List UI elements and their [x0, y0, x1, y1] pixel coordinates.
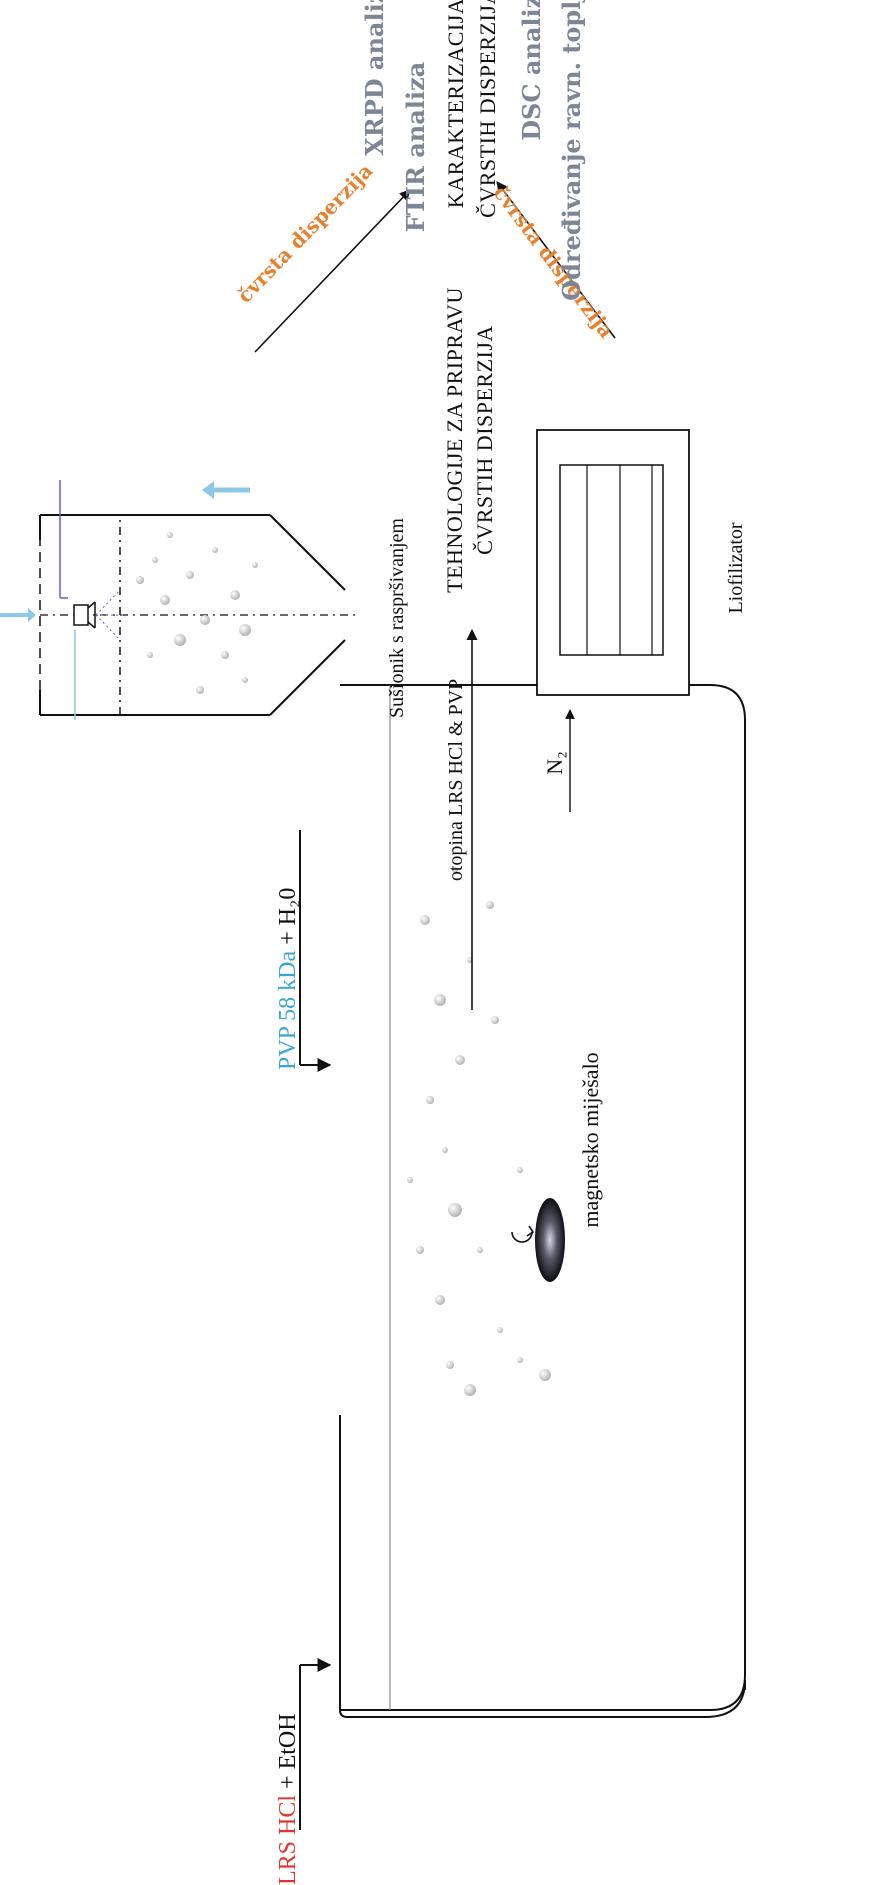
mixing-beaker — [339, 684, 746, 1718]
magnetic-stirrer-label: magnetsko miješalo — [578, 1052, 603, 1227]
spray-dryer-label: Sušionik s raspršivanjem — [386, 518, 408, 718]
freeze-output-label: čvrsta disperzija — [489, 181, 619, 342]
spray-output-label: čvrsta disperzija — [232, 159, 377, 308]
pvp-text: PVP 58 kDa — [275, 951, 301, 1070]
pvp-feed — [299, 830, 332, 1072]
freeze-output-arrow — [496, 181, 616, 339]
spray-dryer — [0, 480, 355, 720]
technologies-title-line2: ČVRSTIH DISPERZIJA — [472, 325, 497, 555]
water-text: + H₂0 — [275, 888, 301, 951]
spray-dryer-particles — [136, 532, 258, 694]
nitrogen-label: N₂ — [542, 751, 567, 775]
lrs-feed — [299, 1658, 332, 1830]
freeze-dryer — [536, 429, 690, 696]
solubility-analysis: Određivanje ravn. topljivosti — [557, 0, 586, 301]
solution-bubbles — [407, 867, 551, 1396]
lrs-feed-label: LRS HCl + EtOH — [275, 1713, 301, 1885]
lrs-hcl-text: LRS HCl — [275, 1795, 301, 1885]
spray-output-arrow — [254, 189, 411, 353]
xrpd-analysis: XRPD analiza — [360, 0, 389, 156]
characterization-title-line2: ČVRSTIH DISPERZIJA — [475, 0, 500, 218]
solution-label: otopina LRS HCl & PVP — [445, 679, 467, 881]
etoh-text: + EtOH — [275, 1713, 301, 1795]
ftir-analysis: FTIR analiza — [401, 62, 430, 232]
magnetic-stir-bar — [511, 1198, 565, 1282]
technologies-title-line1: TEHNOLOGIJE ZA PRIPRAVU — [442, 287, 467, 593]
characterization-title-line1: KARAKTERIZACIJA — [443, 0, 468, 208]
pvp-feed-label: PVP 58 kDa + H₂0 — [275, 888, 301, 1070]
dsc-analysis: DSC analiza — [517, 0, 546, 141]
freeze-dryer-label: Liofilizator — [725, 522, 747, 613]
